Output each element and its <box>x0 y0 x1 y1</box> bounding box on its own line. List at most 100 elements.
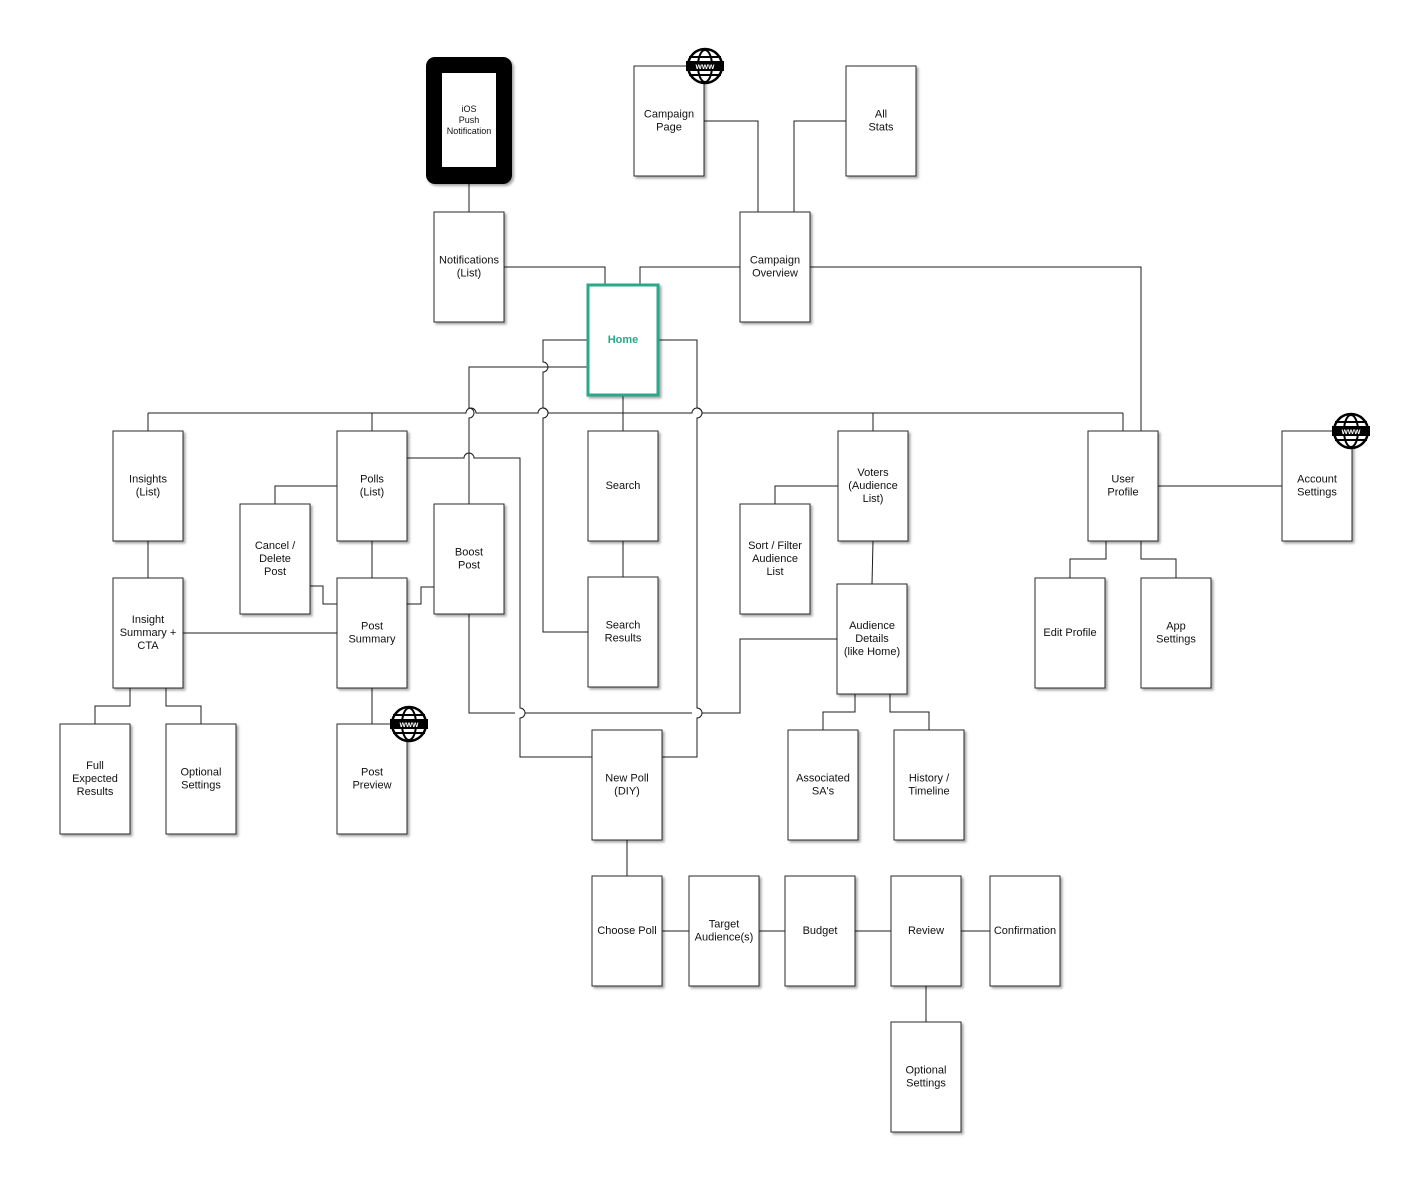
node-label: User <box>1111 474 1135 486</box>
screen-boxes: iOSPushNotificationCampaignPageAllStatsN… <box>59 57 1353 1133</box>
connector-line <box>1069 541 1107 578</box>
connector-line <box>504 266 606 285</box>
node-box <box>633 65 705 177</box>
node-label: Settings <box>906 1078 946 1090</box>
node-new-poll[interactable]: New Poll(DIY) <box>591 729 663 841</box>
node-label: Preview <box>352 780 391 792</box>
node-label: Account <box>1297 474 1337 486</box>
node-label: Campaign <box>750 255 800 267</box>
node-box <box>893 729 965 841</box>
node-label: Home <box>608 334 639 346</box>
node-history-timeline[interactable]: History /Timeline <box>893 729 965 841</box>
node-search[interactable]: Search <box>587 430 659 542</box>
connector-line <box>658 339 703 758</box>
node-label: Campaign <box>644 109 694 121</box>
connector-line <box>468 366 588 504</box>
node-label: SA's <box>812 786 835 798</box>
node-box <box>239 503 311 615</box>
node-label: Optional <box>906 1065 947 1077</box>
node-budget[interactable]: Budget <box>784 875 856 987</box>
node-label: All <box>875 109 887 121</box>
globe-www-text: www <box>399 720 419 729</box>
connector-line <box>407 586 434 605</box>
node-label: Expected <box>72 773 118 785</box>
node-box <box>1281 430 1353 542</box>
node-label: Summary + <box>120 627 177 639</box>
node-insights[interactable]: Insights(List) <box>112 430 184 542</box>
connector-line <box>1140 541 1177 578</box>
connector-line <box>148 407 1123 414</box>
node-label: Settings <box>1297 487 1337 499</box>
node-label: Profile <box>1107 487 1138 499</box>
node-edit-profile[interactable]: Edit Profile <box>1034 577 1106 689</box>
connector-line <box>407 452 592 758</box>
node-label: (DIY) <box>614 786 640 798</box>
connector-line <box>274 485 337 504</box>
connector-line <box>468 614 515 714</box>
node-box <box>890 1021 962 1133</box>
node-box <box>989 875 1061 987</box>
phone-screen <box>442 73 496 167</box>
node-box <box>587 576 659 688</box>
node-choose-poll[interactable]: Choose Poll <box>591 875 663 987</box>
connector-line <box>94 688 131 724</box>
node-home[interactable]: Home <box>586 283 660 397</box>
node-box <box>784 875 856 987</box>
node-box <box>890 875 962 987</box>
node-review[interactable]: Review <box>890 875 962 987</box>
node-polls[interactable]: Polls(List) <box>336 430 408 542</box>
node-box <box>59 723 131 835</box>
node-label: Post <box>361 767 383 779</box>
node-box <box>688 875 760 987</box>
connector-line <box>774 485 838 504</box>
connector-line <box>810 266 1142 431</box>
node-confirmation[interactable]: Confirmation <box>989 875 1061 987</box>
globe-www-icon: www <box>390 705 428 743</box>
node-label: Choose Poll <box>597 925 656 937</box>
connector-line <box>889 694 930 730</box>
connector-line <box>702 638 837 714</box>
node-label: Search <box>606 480 641 492</box>
node-label: Full <box>86 760 104 772</box>
node-label: (like Home) <box>844 646 900 658</box>
node-box <box>336 723 408 835</box>
node-box <box>433 211 505 323</box>
node-label: Page <box>656 122 682 134</box>
node-label: Polls <box>360 474 384 486</box>
node-box <box>739 211 811 323</box>
globe-www-text: www <box>1341 427 1361 436</box>
node-label: Audience <box>849 620 895 632</box>
node-label: Settings <box>181 780 221 792</box>
node-label: Review <box>908 925 944 937</box>
node-notifications[interactable]: Notifications(List) <box>433 211 505 323</box>
node-label: App <box>1166 621 1186 633</box>
node-box <box>433 503 505 615</box>
node-label: Search <box>606 620 641 632</box>
node-label: Results <box>605 633 642 645</box>
node-label: Associated <box>796 773 850 785</box>
node-label: Notification <box>447 126 492 136</box>
node-label: Confirmation <box>994 925 1056 937</box>
